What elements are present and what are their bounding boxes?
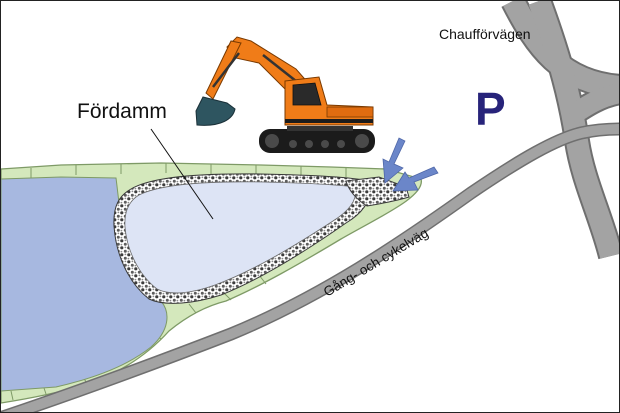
- road-fill-lower: [528, 1, 619, 259]
- parking-sign: P: [475, 83, 506, 135]
- inflow-arrow-lower: [392, 166, 439, 192]
- excavator-cab-window: [292, 82, 322, 106]
- excavator-track: [259, 129, 375, 153]
- road-network: [501, 1, 619, 260]
- excavator-arm: [205, 40, 242, 100]
- excavator-track-wheels: [265, 134, 369, 148]
- excavator-counterweight: [326, 106, 374, 118]
- cycle-path-fill: [2, 124, 619, 412]
- fore-dam-water: [124, 181, 357, 294]
- excavator-track-plate: [287, 126, 353, 131]
- inflow-arrow-upper: [382, 137, 406, 184]
- label-leader-line: [150, 128, 214, 220]
- road-label: Chaufförvägen: [439, 26, 531, 42]
- excavator-cylinder: [212, 52, 240, 88]
- inflow-stone-mouth: [345, 176, 410, 207]
- inflow-arrow-icon: [382, 137, 439, 192]
- excavator-bucket: [195, 96, 236, 126]
- excavator-icon: [195, 36, 375, 153]
- fore-dam-label: Fördamm: [77, 100, 167, 123]
- excavator-body-stripe: [285, 119, 373, 123]
- road-fill-connector: [565, 83, 619, 125]
